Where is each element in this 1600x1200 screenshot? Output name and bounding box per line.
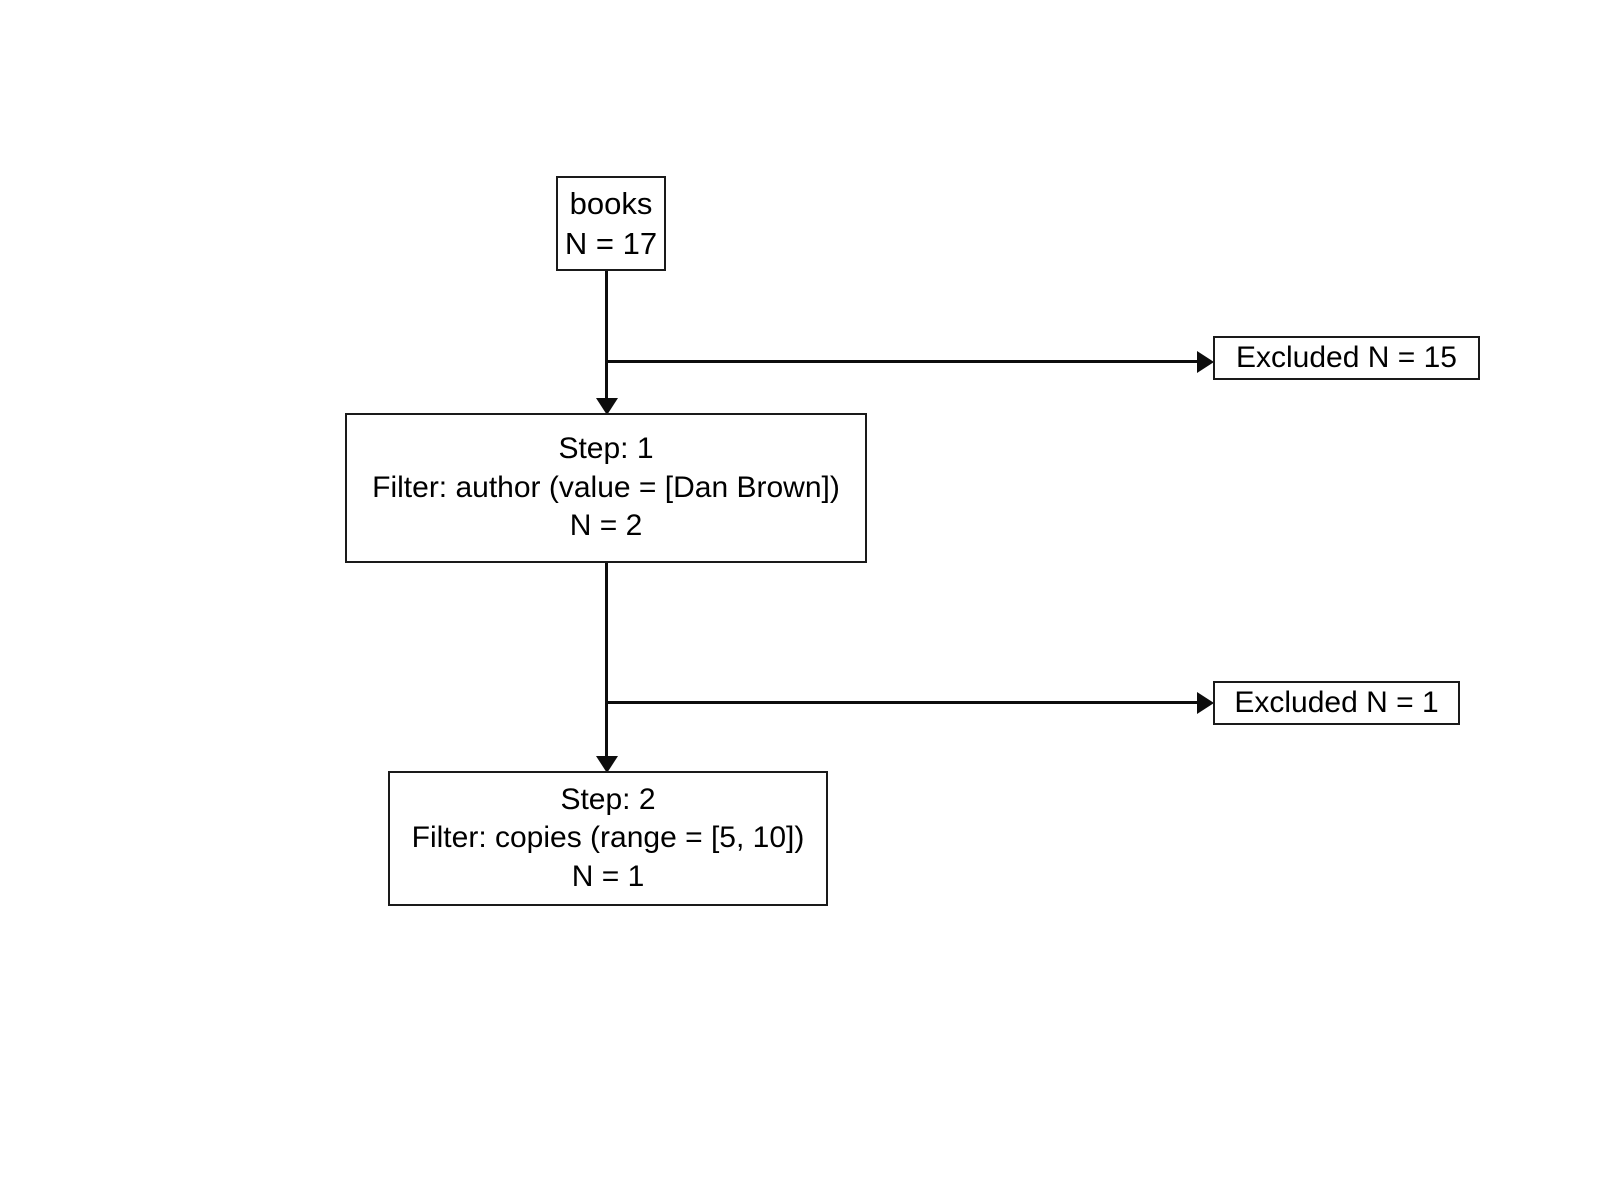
node-step-1-filter-label: Filter: author (value = [Dan Brown]) xyxy=(372,470,840,504)
connector-root-to-step1 xyxy=(605,270,608,400)
node-step-1[interactable]: Step: 1 Filter: author (value = [Dan Bro… xyxy=(345,413,867,563)
node-step-2-step-label: Step: 2 xyxy=(560,782,656,816)
arrowhead-into-step1-icon xyxy=(596,398,618,415)
node-step-1-count: N = 2 xyxy=(569,509,643,543)
node-excluded-step2[interactable]: Excluded N = 1 xyxy=(1213,681,1460,725)
node-books-title: books xyxy=(569,185,653,221)
connector-step2-to-excluded2 xyxy=(606,701,1206,704)
node-books-root[interactable]: books N = 17 xyxy=(556,176,666,271)
node-books-count: N = 17 xyxy=(564,225,658,261)
arrowhead-into-excluded2-icon xyxy=(1197,692,1214,714)
node-step-1-step-label: Step: 1 xyxy=(558,432,654,466)
node-excluded-step1[interactable]: Excluded N = 15 xyxy=(1213,336,1480,380)
node-step-2[interactable]: Step: 2 Filter: copies (range = [5, 10])… xyxy=(388,771,828,906)
node-step-2-filter-label: Filter: copies (range = [5, 10]) xyxy=(411,821,805,855)
arrowhead-into-step2-icon xyxy=(596,756,618,773)
node-step-2-count: N = 1 xyxy=(571,859,645,893)
connector-step1-to-excluded1 xyxy=(606,360,1206,363)
arrowhead-into-excluded1-icon xyxy=(1197,351,1214,373)
connector-step1-to-step2 xyxy=(605,562,608,758)
